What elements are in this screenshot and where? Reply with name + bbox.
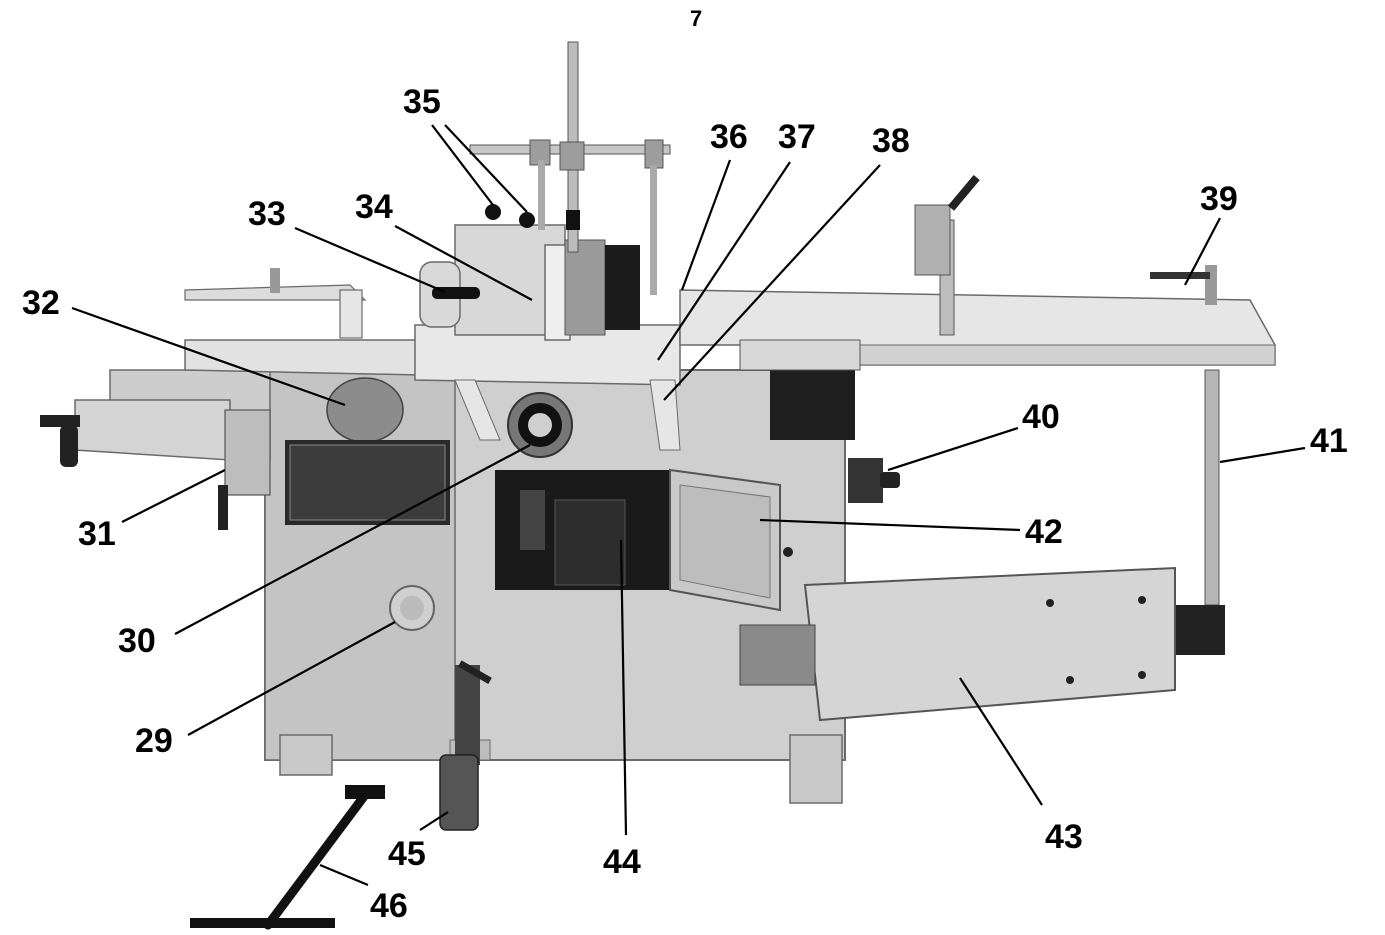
leader-29 — [187, 621, 396, 736]
motor-door-panel — [679, 484, 771, 599]
switch-knob — [880, 472, 900, 488]
clamp-body — [439, 754, 479, 831]
outrigger-bracket — [739, 624, 816, 686]
motor — [554, 499, 626, 586]
left-guide-arm — [74, 399, 231, 461]
push-stick-base — [190, 918, 335, 928]
callout-36: 36 — [710, 118, 748, 156]
callout-31: 31 — [78, 515, 116, 553]
door-latch — [783, 547, 793, 557]
page-number: 7 — [690, 6, 703, 31]
planer-fence-post — [270, 268, 280, 293]
push-stick-hook — [345, 785, 385, 799]
sliding-table-clamp-lever — [947, 174, 980, 211]
leg-front-left — [279, 734, 333, 776]
left-handle-grip — [60, 425, 78, 467]
switch-housing — [848, 458, 883, 503]
leg-front-right — [789, 734, 843, 804]
hold-down-rod-left — [538, 160, 545, 230]
callout-46: 46 — [370, 887, 408, 925]
callout-labels: 29 30 31 32 33 34 35 36 37 38 39 40 41 4… — [22, 83, 1348, 925]
sliding-table-clamp-head — [914, 204, 951, 276]
leader-30 — [174, 444, 531, 635]
callout-45: 45 — [388, 835, 426, 873]
support-leg — [1204, 369, 1220, 606]
leader-41 — [1219, 446, 1306, 464]
table-bracket-left — [454, 379, 501, 441]
sliding-table-edge — [859, 344, 1276, 366]
leader-37 — [657, 161, 791, 361]
leader-38 — [663, 164, 881, 401]
leader-33 — [294, 226, 446, 294]
callout-38: 38 — [872, 122, 910, 160]
callout-39: 39 — [1200, 180, 1238, 218]
callout-30: 30 — [118, 622, 156, 660]
outrigger-bolt-2 — [1138, 596, 1146, 604]
leader-40 — [887, 426, 1019, 472]
push-stick-handle — [263, 790, 370, 930]
callout-33: 33 — [248, 195, 286, 233]
leader-43 — [959, 677, 1043, 806]
leader-45 — [419, 811, 449, 831]
leader-lines — [71, 124, 1306, 887]
hold-down-clamp-mid — [559, 141, 585, 171]
planer-table — [184, 339, 421, 376]
leader-39 — [1184, 217, 1221, 286]
fence-knob-right — [519, 212, 535, 228]
callout-40: 40 — [1022, 398, 1060, 436]
left-handle — [40, 415, 80, 427]
planer-cutter-block — [326, 377, 404, 443]
outrigger-bolt-1 — [1046, 599, 1054, 607]
hold-down-clamp-right — [644, 139, 664, 169]
leader-32 — [71, 306, 346, 407]
planer-guard-knob — [432, 287, 480, 299]
callout-37: 37 — [778, 118, 816, 156]
callout-43: 43 — [1045, 818, 1083, 856]
callout-34: 34 — [355, 188, 393, 226]
callout-29: 29 — [135, 722, 173, 760]
support-leg-foot — [1175, 605, 1225, 655]
handwheel-hub — [528, 413, 552, 437]
machine-body — [40, 41, 1276, 930]
table-stop-lever — [1150, 272, 1210, 279]
shaper-hold-down-block — [605, 245, 640, 330]
hold-down-rod-right — [650, 165, 657, 295]
carriage-rail — [739, 339, 861, 371]
table-stop-post — [1205, 265, 1217, 305]
leader-35a — [431, 124, 494, 206]
clamp-handle — [457, 660, 492, 684]
leader-35b — [444, 124, 528, 213]
leader-44 — [619, 539, 628, 836]
control-knob-center — [400, 596, 424, 620]
leader-46 — [319, 863, 369, 887]
planer-fence-bracket — [339, 289, 363, 339]
planer-opening-glass — [289, 444, 446, 521]
leader-42 — [759, 518, 1021, 532]
hold-down-knob — [566, 210, 580, 230]
leader-34 — [394, 225, 533, 301]
callout-44: 44 — [603, 843, 641, 881]
outrigger-table — [803, 566, 1176, 722]
callout-32: 32 — [22, 284, 60, 322]
leader-36 — [680, 159, 732, 291]
outrigger-bolt-4 — [1138, 671, 1146, 679]
callout-35: 35 — [403, 83, 441, 121]
shaper-fence-right — [564, 239, 606, 336]
outrigger-bolt-3 — [1066, 676, 1074, 684]
depth-adjust-lever — [218, 485, 228, 530]
table-bracket-right — [649, 379, 681, 451]
callout-41: 41 — [1310, 422, 1348, 460]
motor-pulley — [520, 490, 545, 550]
leader-31 — [121, 469, 226, 523]
carriage-roller-block — [770, 370, 855, 440]
clamp-column — [455, 665, 480, 765]
depth-adjust-bracket — [224, 409, 271, 496]
fence-knob-left — [485, 204, 501, 220]
callout-42: 42 — [1025, 513, 1063, 551]
